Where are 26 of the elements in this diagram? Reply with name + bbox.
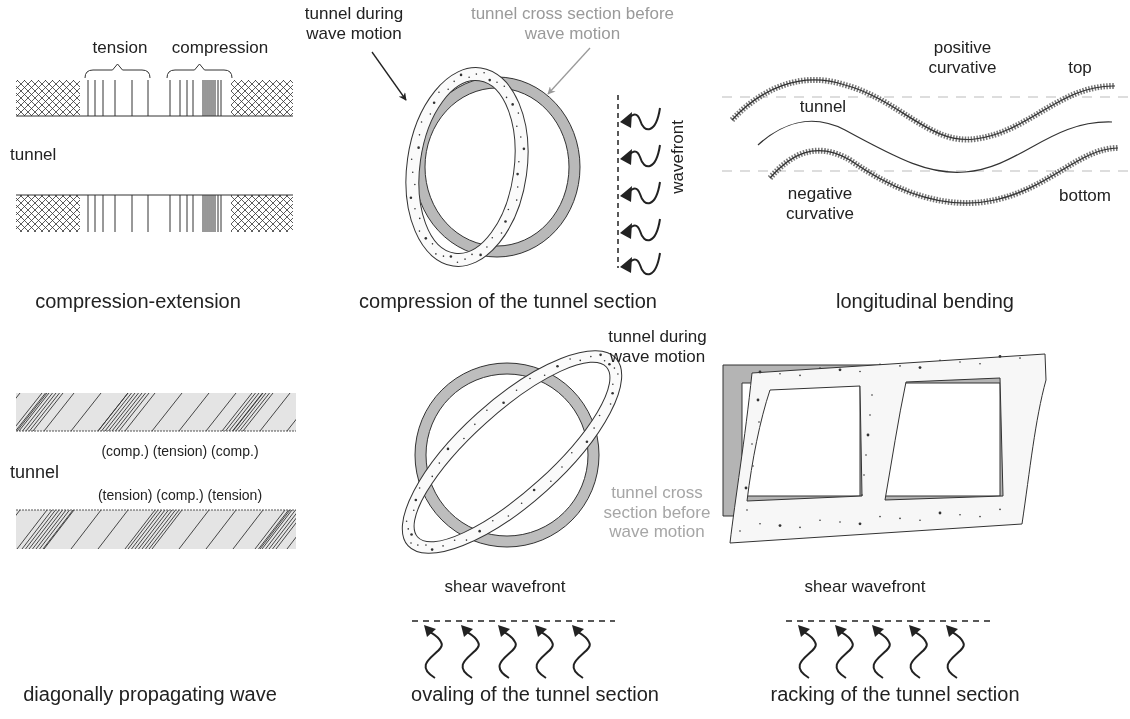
annotation-label: tension — [91, 38, 149, 58]
annotation-label: (comp.) (tension) (comp.) — [100, 443, 260, 460]
callout-label: tunnel cross section before wave motion — [450, 4, 695, 44]
annotation-label: negative curvative — [785, 184, 855, 224]
annotation-label: tunnel — [798, 97, 848, 117]
panel-caption: racking of the tunnel section — [769, 683, 1021, 706]
leader-line — [547, 47, 591, 95]
panel-caption: compression of the tunnel section — [358, 290, 658, 313]
annotation-label: compression — [170, 38, 270, 58]
panel-caption: ovaling of the tunnel section — [410, 683, 660, 706]
annotation-label: positive curvative — [927, 38, 998, 78]
panel-caption: compression-extension — [34, 290, 242, 313]
annotation-label: tunnel cross section before wave motion — [602, 483, 712, 542]
leader-line — [371, 51, 407, 101]
annotation-label: (tension) (comp.) (tension) — [96, 487, 264, 504]
annotation-label: top — [1067, 58, 1093, 78]
annotation-label: shear wavefront — [803, 577, 927, 597]
annotation-label: shear wavefront — [443, 577, 567, 597]
annotation-label: wavefront — [668, 120, 688, 194]
annotation-label: tunnel — [10, 145, 58, 165]
annotation-label: bottom — [1058, 186, 1112, 206]
panel-caption: diagonally propagating wave — [22, 683, 278, 706]
panel-caption: longitudinal bending — [835, 290, 1015, 313]
callout-label: tunnel during wave motion — [298, 4, 410, 44]
annotation-label: tunnel during wave motion — [607, 327, 708, 367]
annotation-label: tunnel — [10, 462, 61, 483]
